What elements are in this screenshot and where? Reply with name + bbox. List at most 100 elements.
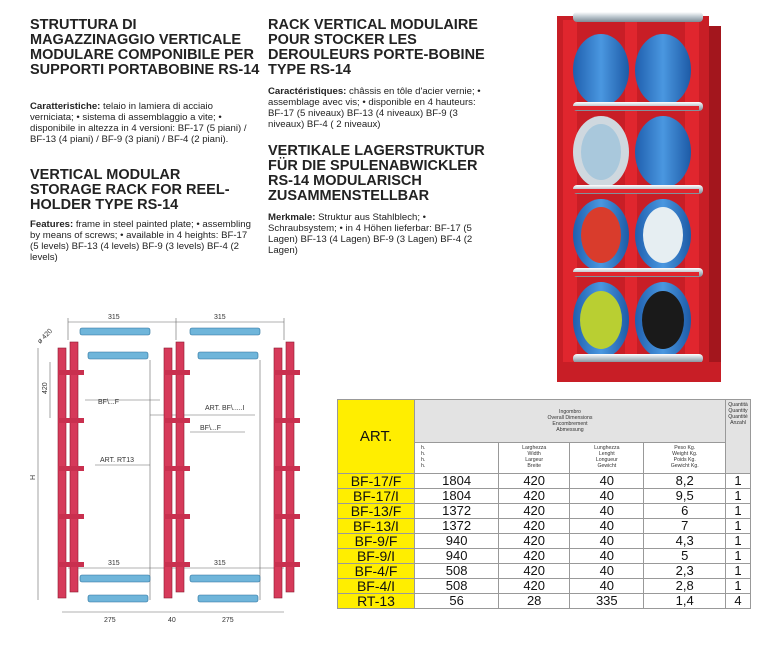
width-cell: 420	[498, 533, 571, 549]
french-features-text: châssis en tôle d'acier vernie; • assemb…	[268, 86, 481, 130]
art-header: ART.	[337, 399, 415, 474]
length-cell: 40	[569, 548, 645, 564]
quantity-cell: 4	[725, 593, 751, 609]
length-cell: 335	[569, 593, 645, 609]
height-cell: 1804	[413, 473, 500, 489]
french-description: Caractéristiques: châssis en tôle d'acie…	[268, 86, 492, 130]
weight-cell: 7	[643, 518, 726, 534]
art-cell: BF-17/F	[337, 473, 415, 489]
quantity-cell: 1	[725, 533, 751, 549]
german-features-text: Struktur aus Stahlblech; • Schraubsystem…	[268, 212, 473, 256]
dim-420-diag: ø 420	[36, 328, 54, 346]
width-cell: 420	[498, 578, 571, 594]
dim-h: H	[30, 475, 37, 480]
english-description: Features: frame in steel painted plate; …	[30, 219, 252, 263]
quantity-cell: 1	[725, 548, 751, 564]
art-cell: BF-9/I	[337, 548, 415, 564]
weight-cell: 2,8	[643, 578, 726, 594]
width-cell: 420	[498, 473, 571, 489]
weight-cell: 1,4	[643, 593, 726, 609]
german-description: Merkmale: Struktur aus Stahlblech; • Sch…	[268, 212, 492, 256]
german-features-label: Merkmale:	[268, 212, 316, 223]
italian-features-label: Caratteristiche:	[30, 101, 101, 112]
art-cell: BF-4/F	[337, 563, 415, 579]
height-cell: 508	[413, 578, 500, 594]
dim-base-left: 275	[104, 617, 116, 624]
dim-top-right: 315	[214, 314, 226, 321]
length-cell: 40	[569, 578, 645, 594]
length-cell: 40	[569, 473, 645, 489]
art-cell: BF-17/I	[337, 488, 415, 504]
width-cell: 420	[498, 488, 571, 504]
length-cell: 40	[569, 503, 645, 519]
art-cell: BF-9/F	[337, 533, 415, 549]
quantity-cell: 1	[725, 488, 751, 504]
italian-features-text: telaio in lamiera di acciaio verniciata;…	[30, 101, 247, 145]
width-cell: 420	[498, 563, 571, 579]
weight-cell: 4,3	[643, 533, 726, 549]
french-features-label: Caractéristiques:	[268, 86, 347, 97]
width-cell: 28	[498, 593, 571, 609]
quantity-cell: 1	[725, 563, 751, 579]
english-features-text: frame in steel painted plate; • assembli…	[30, 219, 251, 263]
dim-bottom-left: 315	[108, 560, 120, 567]
technical-drawing: 315 315 315 315 275 40 275 ø 420 420 H B…	[30, 314, 300, 624]
height-cell: 1804	[413, 488, 500, 504]
dim-base-right: 275	[222, 617, 234, 624]
length-cell: 40	[569, 518, 645, 534]
quantity-cell: 1	[725, 473, 751, 489]
weight-cell: 8,2	[643, 473, 726, 489]
col-h-header: h.h. h.h.	[413, 442, 500, 474]
english-title: VERTICAL MODULAR STORAGE RACK FOR REEL-H…	[30, 167, 230, 213]
quantity-cell: 1	[725, 518, 751, 534]
label-bf-f-2: BF\...F	[200, 425, 221, 432]
dim-420-vert: 420	[42, 382, 49, 394]
dim-top-left: 315	[108, 314, 120, 321]
art-cell: BF-4/I	[337, 578, 415, 594]
height-cell: 56	[413, 593, 500, 609]
length-cell: 40	[569, 563, 645, 579]
italian-description: Caratteristiche: telaio in lamiera di ac…	[30, 101, 254, 145]
dim-bottom-right: 315	[214, 560, 226, 567]
label-bf-f: BF\...F	[98, 399, 119, 406]
length-cell: 40	[569, 488, 645, 504]
label-art-rt13: ART. RT13	[100, 457, 134, 464]
length-cell: 40	[569, 533, 645, 549]
reel-level-4	[573, 282, 703, 363]
art-cell: RT-13	[337, 593, 415, 609]
german-title: VERTIKALE LAGERSTRUKTUR FÜR DIE SPULENAB…	[268, 143, 485, 204]
weight-cell: 5	[643, 548, 726, 564]
weight-cell: 2,3	[643, 563, 726, 579]
dim-base-mid: 40	[168, 617, 176, 624]
width-cell: 420	[498, 548, 571, 564]
italian-title: STRUTTURA DI MAGAZZINAGGIO VERTICALE MOD…	[30, 17, 260, 78]
height-cell: 1372	[413, 503, 500, 519]
reel-level-3	[573, 199, 703, 277]
label-art-bf-i: ART. BF\.....I	[205, 405, 245, 412]
height-cell: 508	[413, 563, 500, 579]
art-cell: BF-13/F	[337, 503, 415, 519]
rack-photo	[557, 12, 721, 382]
art-cell: BF-13/I	[337, 518, 415, 534]
height-cell: 940	[413, 548, 500, 564]
english-features-label: Features:	[30, 219, 74, 230]
height-cell: 1372	[413, 518, 500, 534]
width-cell: 420	[498, 503, 571, 519]
col-weight-header: Peso Kg.Weight Kg. Poids Kg.Gewicht Kg.	[643, 442, 726, 474]
french-title: RACK VERTICAL MODULAIRE POUR STOCKER LES…	[268, 17, 485, 78]
weight-cell: 9,5	[643, 488, 726, 504]
quantity-cell: 1	[725, 578, 751, 594]
